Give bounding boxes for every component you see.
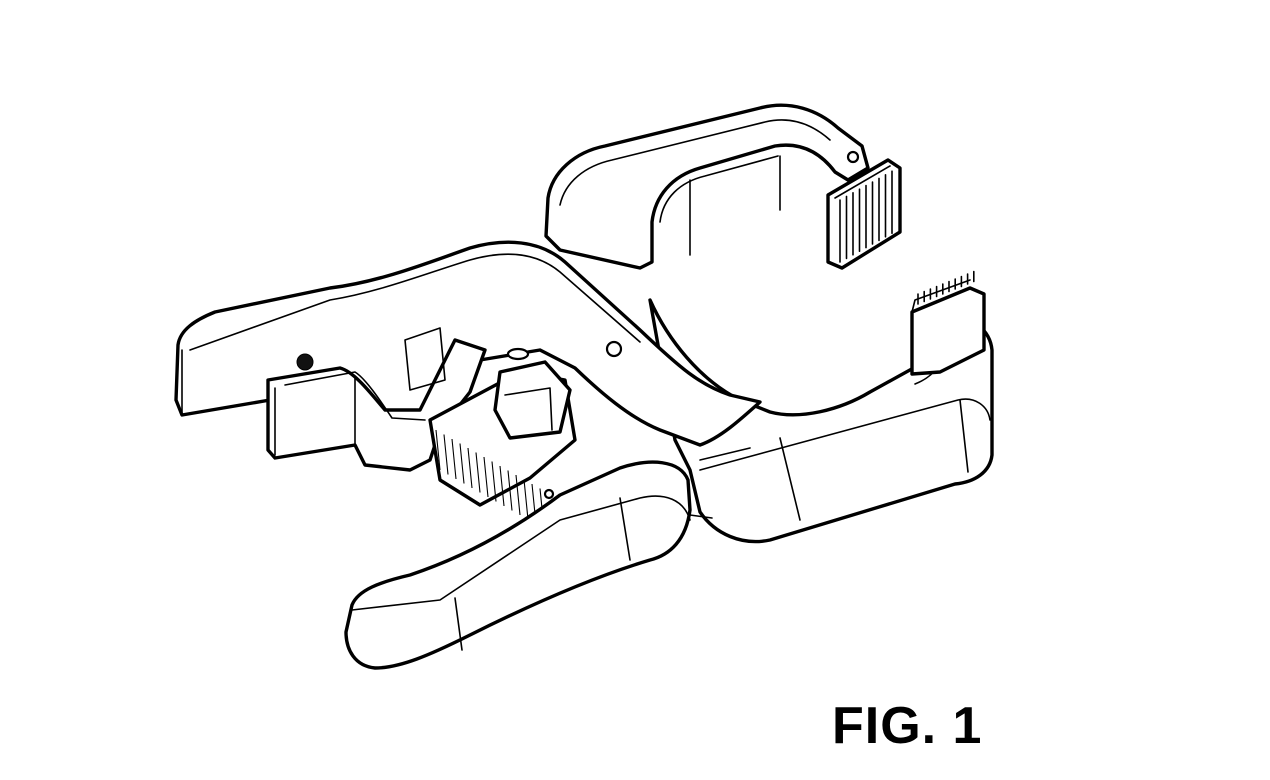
ratchet-teeth-stroke [483, 456, 489, 498]
ratchet-teeth-stroke [515, 474, 521, 516]
ratchet-teeth-stroke [499, 465, 505, 507]
ratchet-teeth-stroke [507, 470, 513, 511]
ratchet-teeth-stroke [475, 452, 481, 493]
figure-label: FIG. 1 [832, 697, 983, 755]
ratchet-teeth-stroke [451, 438, 457, 480]
rear-jaw-block [266, 327, 487, 472]
ratchet-teeth-stroke [491, 461, 497, 502]
ratchet-teeth-stroke [523, 479, 529, 520]
ratchet-mechanism [428, 360, 577, 529]
upper-jaw [544, 103, 870, 270]
lower-handle [344, 460, 713, 670]
ratchet-teeth-stroke [467, 447, 473, 489]
ratchet-teeth-stroke [435, 429, 441, 471]
lower-jaw-pad [910, 270, 986, 376]
ratchet-teeth-stroke [443, 434, 449, 475]
upper-jaw-pad [826, 158, 902, 270]
ratchet-teeth-stroke [459, 443, 465, 484]
